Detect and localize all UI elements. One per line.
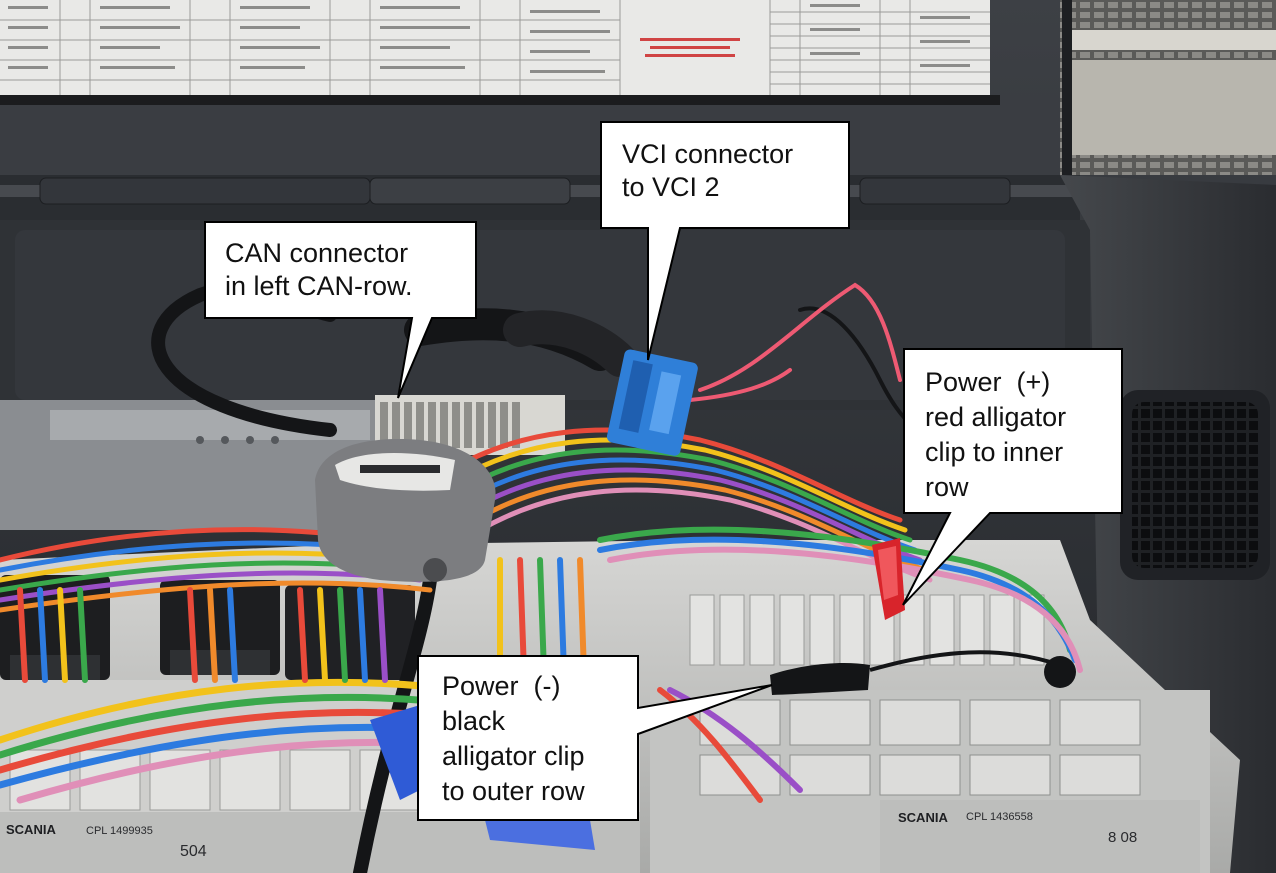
window-background: [1060, 0, 1276, 175]
callout-can-connector-line-1: CAN connector: [225, 238, 409, 268]
callout-power-plus-line-4: row: [925, 472, 969, 502]
callout-vci-connector: VCI connector to VCI 2: [622, 138, 793, 204]
callout-power-minus-line-2: black: [442, 706, 506, 736]
callout-power-plus-balloon: [902, 348, 1123, 606]
red-alligator-clip: [872, 538, 905, 620]
callout-power-minus: Power (-) black alligator clip to outer …: [442, 669, 585, 809]
callout-power-minus-line-4: to outer row: [442, 776, 585, 806]
callout-vci-connector-balloon: [600, 121, 850, 361]
red-power-lead: [688, 282, 902, 402]
right-panel-part: CPL 1436558: [966, 811, 1033, 823]
callout-power-minus-line-3: alligator clip: [442, 741, 585, 771]
right-panel-brand: SCANIA: [898, 810, 948, 825]
left-panel-brand: SCANIA: [6, 822, 56, 837]
fuse-chart-sheet: [0, 0, 1000, 105]
left-panel-code: 504: [180, 843, 207, 860]
black-alligator-clip: [770, 650, 1076, 695]
right-panel-label: SCANIA CPL 1436558 8 08: [898, 810, 1137, 846]
callout-power-plus: Power (+) red alligator clip to inner ro…: [925, 365, 1066, 505]
blue-vci-connector: [503, 310, 698, 456]
callout-vci-connector-line-2: to VCI 2: [622, 172, 720, 202]
right-panel-code: 8 08: [1108, 829, 1137, 846]
callout-vci-connector-line-1: VCI connector: [622, 139, 794, 169]
left-panel-part: CPL 1499935: [86, 825, 153, 837]
callout-can-connector-balloon: [204, 221, 477, 399]
callout-power-minus-line-1: Power (-): [442, 671, 561, 701]
can-interface-pod: [315, 439, 496, 582]
callout-power-plus-line-2: red alligator: [925, 402, 1067, 432]
left-panel-label: SCANIA CPL 1499935 504: [6, 822, 207, 860]
callout-can-connector-line-2: in left CAN-row.: [225, 271, 413, 301]
callout-power-minus-balloon: [417, 655, 773, 821]
callout-power-plus-line-3: clip to inner: [925, 437, 1064, 467]
callout-power-plus-line-1: Power (+): [925, 367, 1051, 397]
callout-can-connector: CAN connector in left CAN-row.: [225, 237, 413, 303]
